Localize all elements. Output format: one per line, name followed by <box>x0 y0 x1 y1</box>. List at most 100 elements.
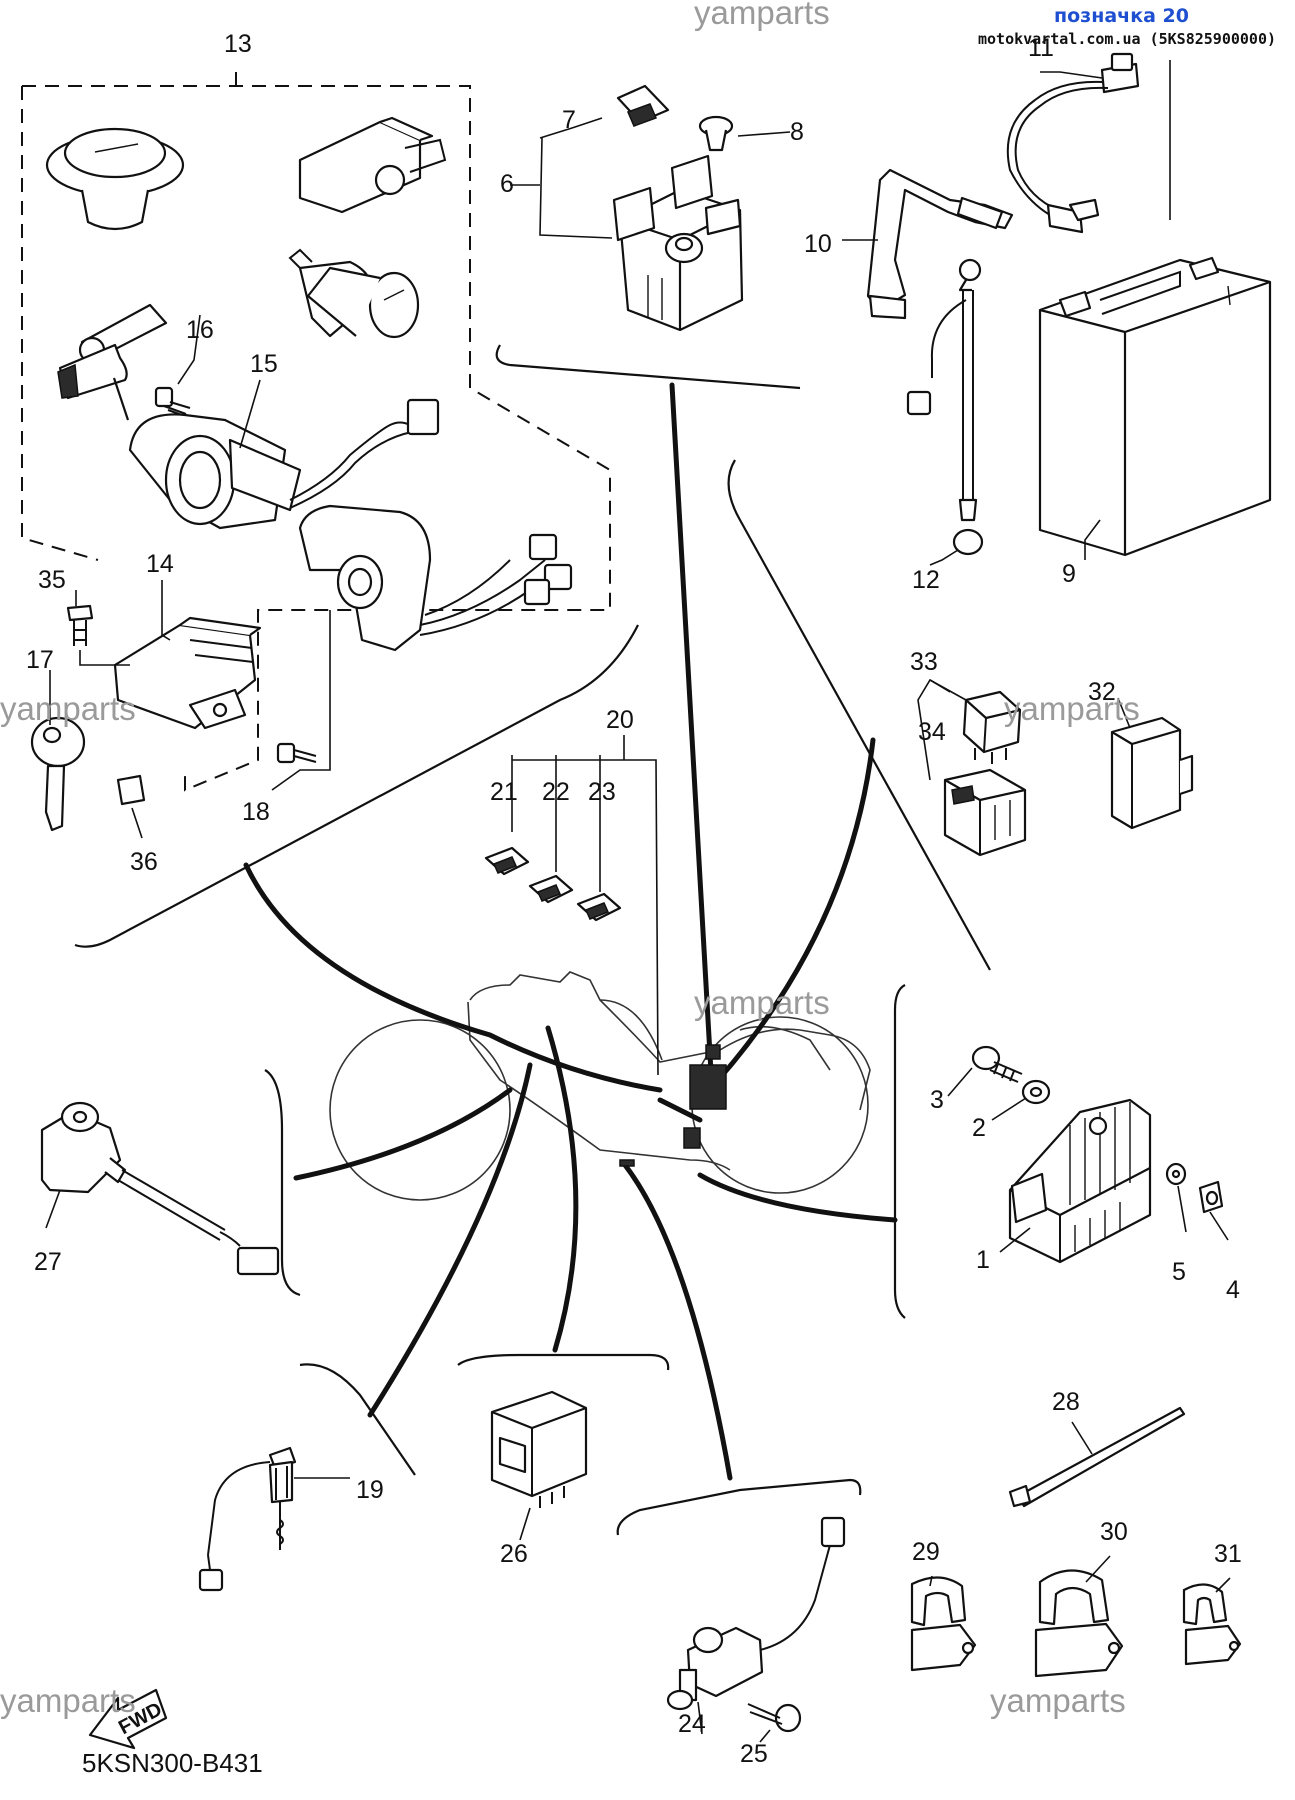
callout-10: 10 <box>804 230 832 258</box>
callout-18: 18 <box>242 798 270 826</box>
screw-part-25 <box>747 1703 802 1733</box>
watermark-top: yamparts <box>694 0 830 31</box>
lead-wire-part-10 <box>866 168 1014 320</box>
callout-6: 6 <box>500 170 514 198</box>
harness-connectors <box>619 1044 727 1167</box>
callout-35: 35 <box>38 566 66 594</box>
callout-29: 29 <box>912 1538 940 1566</box>
callout-22: 22 <box>542 778 570 806</box>
part27-border <box>264 1069 301 1297</box>
callout-3: 3 <box>930 1086 944 1114</box>
callout-20: 20 <box>606 706 634 734</box>
watermark-center: yamparts <box>694 984 830 1021</box>
relay-part-34 <box>943 768 1027 857</box>
relay-area-border <box>495 344 801 390</box>
callout-4: 4 <box>1226 1276 1240 1304</box>
screw-part-8 <box>698 115 734 152</box>
lock-housing-part <box>298 116 447 214</box>
part24-border <box>616 1478 862 1536</box>
watermark-right: yamparts <box>1004 690 1140 727</box>
callout-16: 16 <box>186 316 214 344</box>
callout-7: 7 <box>562 106 576 134</box>
callout-30: 30 <box>1100 1518 1128 1546</box>
clamp-part-31 <box>1182 1583 1242 1666</box>
fuse-part-7 <box>616 84 670 127</box>
callout-25: 25 <box>740 1740 768 1768</box>
starter-relay-part-6 <box>612 154 744 332</box>
callout-36: 36 <box>130 848 158 876</box>
part26-border <box>457 1353 670 1371</box>
note-label: позначка 20 <box>1054 5 1189 27</box>
clamp-part-30 <box>1034 1569 1124 1678</box>
fuse-part-23 <box>576 892 622 922</box>
callout-9: 9 <box>1062 560 1076 588</box>
group-13-dashed-frame <box>21 72 611 792</box>
callout-34: 34 <box>918 718 946 746</box>
sensor-part-27 <box>40 1101 280 1276</box>
nut-part-4 <box>1198 1180 1224 1214</box>
wiring-harness-lines <box>243 382 898 1481</box>
cable-tie-part-28 <box>1008 1406 1186 1508</box>
main-switch-part-15 <box>128 398 440 530</box>
ignitor-unit-part-14 <box>113 616 262 730</box>
grommet-part-36 <box>116 774 146 806</box>
callout-13: 13 <box>224 30 252 58</box>
screw-part-18 <box>276 742 317 764</box>
callout-24: 24 <box>678 1710 706 1738</box>
washer-part-2 <box>1021 1079 1051 1105</box>
upper-left-area-border <box>74 624 639 948</box>
callout-15: 15 <box>250 350 278 378</box>
watermark-bottom-right: yamparts <box>990 1682 1126 1719</box>
fuse-part-21 <box>484 846 530 876</box>
site-label: motokvartal.com.ua (5KS825900000) <box>978 30 1276 48</box>
callout-12: 12 <box>912 566 940 594</box>
callout-1: 1 <box>976 1246 990 1274</box>
key-part-17 <box>30 716 86 832</box>
relay-part-33 <box>962 690 1022 764</box>
callout-19: 19 <box>356 1476 384 1504</box>
part1-border <box>893 984 906 1319</box>
part19-border <box>299 1363 416 1476</box>
callout-26: 26 <box>500 1540 528 1568</box>
callout-17: 17 <box>26 646 54 674</box>
screw-part-16 <box>154 386 191 419</box>
fuse-part-22 <box>528 874 574 904</box>
flasher-relay-part-32 <box>1110 716 1194 830</box>
ground-lead-part-12 <box>906 258 984 556</box>
screw-part-35 <box>66 604 94 646</box>
callout-11: 11 <box>1028 34 1054 62</box>
callout-21: 21 <box>490 778 518 806</box>
clamp-part-29 <box>910 1576 977 1672</box>
callout-28: 28 <box>1052 1388 1080 1416</box>
callout-33: 33 <box>910 648 938 676</box>
switch-part-19 <box>198 1446 297 1592</box>
callout-2: 2 <box>972 1114 986 1142</box>
leader-lines <box>45 60 1231 1743</box>
right-middle-border <box>727 459 991 971</box>
battery-part-9 <box>1038 256 1272 557</box>
key-cover-part <box>45 127 185 231</box>
callout-27: 27 <box>34 1248 62 1276</box>
relay-part-26 <box>490 1390 588 1508</box>
callout-23: 23 <box>588 778 616 806</box>
callout-14: 14 <box>146 550 174 578</box>
callout-5: 5 <box>1172 1258 1186 1286</box>
keys-part <box>57 303 168 421</box>
switch-with-harness-part <box>298 504 573 652</box>
bolt-part-3 <box>971 1045 1023 1083</box>
callout-8: 8 <box>790 118 804 146</box>
watermarks: yamparts yamparts yamparts yamparts yamp… <box>0 0 1140 1719</box>
washer-part-5 <box>1165 1162 1187 1186</box>
sensor-part-24 <box>666 1516 846 1711</box>
lock-cylinder-part <box>288 248 420 339</box>
diagram-code: 5KSN300-B431 <box>82 1748 263 1778</box>
watermark-left: yamparts <box>0 690 136 727</box>
battery-cable-part-11 <box>1006 52 1140 234</box>
callout-numbers: 13 7 8 6 11 10 12 9 16 15 14 35 17 36 18… <box>26 30 1242 1768</box>
regulator-part-1 <box>1008 1098 1152 1264</box>
callout-31: 31 <box>1214 1540 1242 1568</box>
watermark-bottom-left: yamparts <box>0 1682 136 1719</box>
callout-32: 32 <box>1088 678 1116 706</box>
